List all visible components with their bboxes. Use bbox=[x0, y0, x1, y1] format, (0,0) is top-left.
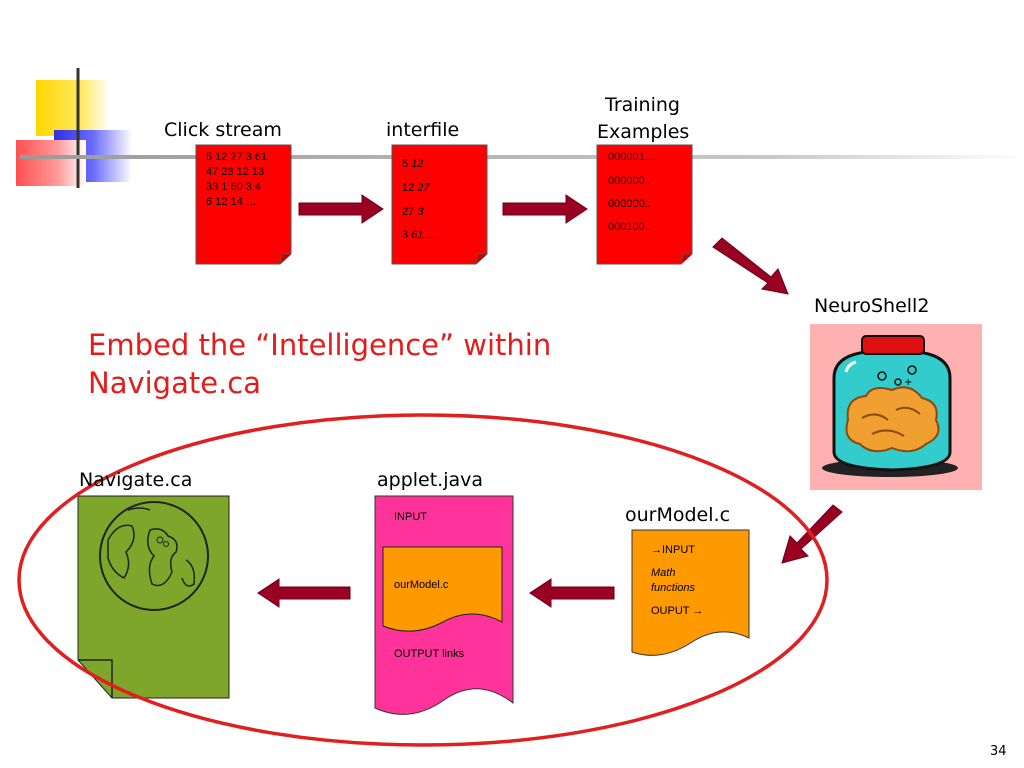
interfile-label: interfile bbox=[386, 119, 460, 141]
clickstream-line-2: 47 23 12 13 bbox=[206, 166, 265, 178]
neuroshell-label: NeuroShell2 bbox=[814, 295, 930, 317]
decorative-corner-blocks bbox=[16, 68, 132, 188]
arrow-applet-to-navigate bbox=[257, 578, 351, 608]
applet-label: applet.java bbox=[377, 469, 484, 491]
ourmodel-label: ourModel.c bbox=[625, 504, 731, 526]
interfile-row-3: 27 3 bbox=[402, 206, 424, 218]
arrow-ourmodel-to-applet bbox=[529, 578, 615, 608]
navigate-document bbox=[77, 495, 230, 699]
ourmodel-math-line1: Math bbox=[651, 567, 676, 579]
interfile-row-2: 12 27 bbox=[402, 182, 430, 194]
arrow-clickstream-to-interfile bbox=[298, 194, 384, 224]
training-line-2: 000000.. bbox=[608, 175, 651, 187]
clickstream-line-4: 6 12 14 … bbox=[206, 196, 257, 208]
ourmodel-output-text: OUPUT → bbox=[651, 605, 704, 617]
neuroshell-jar-illustration: + bbox=[810, 324, 982, 490]
ourmodel-document bbox=[631, 529, 750, 656]
globe-icon bbox=[99, 501, 209, 611]
slide-title-line1: Embed the “Intelligence” within bbox=[88, 328, 552, 362]
clickstream-line-1: 5 12 27 3 61 bbox=[206, 151, 268, 163]
applet-inner-model-box bbox=[382, 546, 503, 632]
applet-inner-model-text: ourModel.c bbox=[394, 579, 449, 591]
intelligence-boundary-ellipse bbox=[17, 413, 829, 747]
navigate-label: Navigate.ca bbox=[79, 469, 193, 491]
page-number: 34 bbox=[990, 744, 1007, 759]
clickstream-label: Click stream bbox=[164, 119, 282, 141]
ourmodel-math-line2: functions bbox=[651, 582, 696, 594]
applet-output-text: OUTPUT links bbox=[394, 648, 465, 660]
interfile-row-4: 3 61 … bbox=[402, 229, 438, 241]
training-line-3: 000000.. bbox=[608, 198, 651, 210]
arrow-interfile-to-training bbox=[502, 194, 588, 224]
slide-title: Embed the “Intelligence” within Navigate… bbox=[88, 326, 608, 402]
training-line-1: 000001… bbox=[608, 151, 656, 163]
training-label-line2: Examples bbox=[597, 121, 690, 143]
training-label-line1: Training bbox=[605, 94, 680, 116]
slide-title-line2: Navigate.ca bbox=[88, 366, 262, 400]
header-rule bbox=[20, 155, 1024, 159]
ourmodel-input-text: →INPUT bbox=[651, 544, 695, 556]
svg-text:+: + bbox=[904, 377, 912, 388]
applet-input-text: INPUT bbox=[394, 511, 427, 523]
training-line-4: 000100.. bbox=[608, 221, 651, 233]
arrow-training-to-neuroshell bbox=[712, 237, 789, 295]
clickstream-line-3: 33 1 60 3 4 bbox=[206, 181, 262, 193]
interfile-row-1: 5 12 bbox=[402, 158, 424, 170]
